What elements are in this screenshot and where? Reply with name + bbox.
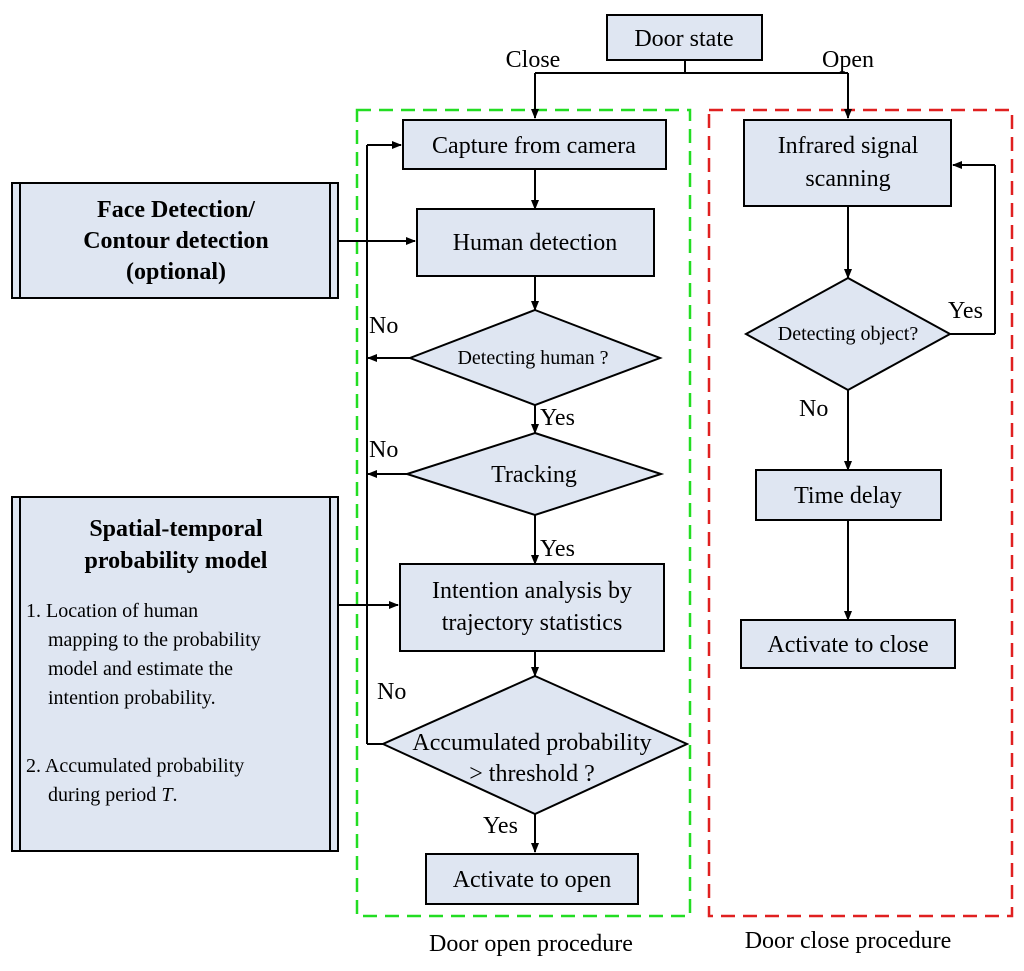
activate-open-label: Activate to open	[453, 867, 612, 893]
face-detection-line3: (optional)	[126, 259, 226, 285]
open-branch-label: Open	[822, 47, 874, 73]
accumulated-probability-decision	[380, 674, 690, 816]
face-detection-box: Face Detection/ Contour detection (optio…	[11, 182, 339, 299]
face-detection-line2: Contour detection	[83, 228, 269, 254]
capture-camera-box	[402, 119, 667, 170]
no-label-1: No	[369, 313, 398, 339]
face-detection-line1: Face Detection/	[97, 197, 255, 223]
door-close-group-frame	[707, 108, 1014, 918]
model-item1-line4: intention probability.	[48, 687, 216, 709]
yes-label-3: Yes	[483, 813, 518, 839]
human-detection-box	[416, 208, 655, 277]
no-label-3: No	[377, 679, 406, 705]
tracking-decision	[403, 431, 665, 517]
activate-close-box	[740, 619, 956, 669]
model-item1-line1: 1. Location of human	[26, 600, 198, 622]
door-open-group-frame	[355, 108, 692, 918]
probability-model-box: Spatial-temporal probability model 1. Lo…	[11, 496, 339, 852]
yes-label-1: Yes	[540, 405, 575, 431]
intention-line2: trajectory statistics	[442, 610, 623, 636]
tracking-label: Tracking	[491, 462, 577, 488]
intention-line1: Intention analysis by	[432, 578, 632, 604]
human-detection-label: Human detection	[453, 230, 618, 256]
connectors	[338, 58, 996, 853]
activate-close-label: Activate to close	[767, 632, 928, 658]
model-item2-line1: 2. Accumulated probability	[26, 755, 244, 777]
yes-label-2: Yes	[540, 536, 575, 562]
detecting-human-label: Detecting human ?	[457, 347, 608, 369]
detecting-object-decision	[743, 276, 953, 392]
activate-open-box	[425, 853, 639, 905]
time-delay-box	[755, 469, 942, 521]
accumulated-line2: > threshold ?	[469, 761, 595, 787]
infrared-line1: Infrared signal	[778, 133, 919, 159]
model-title-line1: Spatial-temporal	[89, 516, 263, 542]
detecting-human-decision	[407, 308, 663, 407]
time-delay-label: Time delay	[794, 483, 902, 509]
infrared-line2: scanning	[805, 166, 890, 192]
model-item1-line2: mapping to the probability	[48, 629, 261, 651]
model-item2-line2: during period T.	[48, 784, 177, 806]
yes-label-close: Yes	[948, 298, 983, 324]
model-title-line2: probability model	[85, 548, 268, 574]
door-state-label: Door state	[634, 26, 733, 52]
door-state-box	[606, 14, 763, 61]
model-item1-line3: model and estimate the	[48, 658, 233, 680]
infrared-scanning-box	[743, 119, 952, 207]
no-label-close: No	[799, 396, 828, 422]
accumulated-line1: Accumulated probability	[412, 730, 651, 756]
door-open-caption: Door open procedure	[429, 931, 633, 957]
no-label-2: No	[369, 437, 398, 463]
close-branch-label: Close	[506, 47, 561, 73]
intention-analysis-box	[399, 563, 665, 652]
detecting-object-label: Detecting object?	[778, 323, 919, 345]
door-close-caption: Door close procedure	[745, 928, 952, 954]
capture-camera-label: Capture from camera	[432, 133, 636, 159]
